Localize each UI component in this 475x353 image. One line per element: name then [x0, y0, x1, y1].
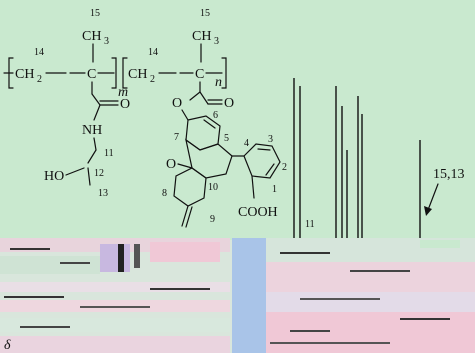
label-6: 6	[213, 110, 218, 121]
glitch-block	[134, 244, 140, 268]
label-5: 5	[224, 133, 229, 144]
ch3-right-sub: 3	[214, 36, 219, 47]
label-14-right: 14	[148, 47, 158, 58]
glitch-noise	[290, 330, 330, 332]
corrupted-region: δ	[0, 238, 475, 353]
glitch-band	[0, 318, 230, 332]
glitch-noise	[400, 318, 450, 320]
label-13-structure: 13	[98, 188, 108, 199]
glitch-blue-column	[232, 238, 266, 353]
subscript-n: n	[215, 75, 222, 90]
glitch-band	[0, 256, 100, 274]
ester-oxygen: O	[172, 96, 182, 111]
axis-delta-symbol: δ	[4, 338, 11, 353]
ch2-right-sub: 2	[150, 74, 155, 85]
bond-c11-c12	[87, 149, 97, 164]
glitch-noise	[150, 288, 210, 290]
label-15-right: 15	[200, 8, 210, 19]
glitch-noise	[10, 248, 50, 250]
xanthene-ring-lower	[173, 167, 207, 207]
bond-carbonyl-left	[91, 93, 101, 106]
ring-upper-double	[203, 119, 216, 129]
peak-arrow-shaft	[427, 183, 439, 211]
ester-side-chain: O O	[172, 81, 234, 121]
label-7: 7	[174, 132, 179, 143]
benzoic-double-1	[257, 148, 271, 151]
ch3-right: CH	[192, 29, 211, 44]
n-bracket-close	[221, 57, 227, 89]
bond-to-ester-o	[189, 91, 201, 101]
glitch-block	[420, 240, 460, 248]
label-10: 10	[208, 182, 218, 193]
peak-label-15-13: 15,13	[433, 167, 465, 182]
fluorescein-core: 6 7 5 O 8 9 10 4 3 2 1 COOH	[162, 110, 287, 228]
bond-o-ring	[181, 109, 189, 121]
glitch-block	[118, 244, 124, 272]
peak-label-11: 11	[305, 219, 315, 230]
bond-nh-c11	[93, 137, 97, 151]
glitch-band	[266, 262, 475, 292]
label-15-left: 15	[90, 8, 100, 19]
label-2: 2	[282, 162, 287, 173]
benzoic-double-2	[265, 163, 275, 176]
label-12-structure: 12	[94, 168, 104, 179]
label-1: 1	[272, 184, 277, 195]
label-8: 8	[162, 188, 167, 199]
glitch-noise	[270, 342, 390, 344]
m-bracket-close	[111, 57, 117, 89]
bond-c12-c13	[87, 167, 91, 186]
hydroxyl-ho: HO	[44, 169, 64, 184]
bond-to-lower-o-2	[185, 206, 193, 228]
bond-to-lower-o	[181, 205, 189, 227]
amide-nh: NH	[82, 123, 102, 138]
label-3: 3	[268, 134, 273, 145]
glitch-noise	[350, 270, 410, 272]
nmr-spectrum: 15,13 11	[293, 78, 465, 240]
label-11-structure: 11	[104, 148, 114, 159]
bond-ester-carbonyl	[199, 91, 209, 105]
ch3-left: CH	[82, 29, 101, 44]
ester-carbonyl-oxygen: O	[224, 96, 234, 111]
bond-to-cooh	[251, 175, 255, 199]
glitch-noise	[60, 262, 90, 264]
peak-arrow-head	[424, 206, 432, 216]
n-bracket-open	[122, 57, 128, 89]
carboxyl-cooh: COOH	[238, 205, 278, 220]
ch2-left: CH	[15, 67, 34, 82]
amide-oxygen: O	[120, 97, 130, 112]
c-left: C	[87, 67, 96, 82]
xanthene-ring-center	[185, 138, 233, 179]
glitch-noise	[300, 298, 380, 300]
glitch-band	[266, 292, 475, 312]
glitch-block	[100, 244, 130, 272]
glitch-noise	[280, 252, 330, 254]
xanthene-oxygen: O	[166, 157, 176, 172]
glitch-band	[0, 336, 230, 353]
bond-carbonyl-nh	[93, 104, 101, 121]
ch2-right: CH	[128, 67, 147, 82]
ch2-left-sub: 2	[37, 74, 42, 85]
glitch-noise	[4, 296, 64, 298]
glitch-noise	[20, 326, 70, 328]
bond-xanthene-o	[177, 163, 193, 169]
label-9: 9	[210, 214, 215, 225]
amide-side-chain: O NH 11 HO 12 13	[44, 81, 130, 199]
glitch-block	[150, 242, 220, 262]
bond-ho-c12	[65, 167, 85, 176]
ch3-left-sub: 3	[104, 36, 109, 47]
c-right: C	[195, 67, 204, 82]
polymer-backbone: 14 CH 2 15 CH 3 C m 14 CH 2 15 CH 3 C n	[3, 8, 227, 100]
glitch-band	[0, 282, 230, 292]
glitch-noise	[80, 306, 150, 308]
subscript-m: m	[118, 85, 128, 100]
label-4: 4	[244, 138, 249, 149]
label-14-left: 14	[34, 47, 44, 58]
